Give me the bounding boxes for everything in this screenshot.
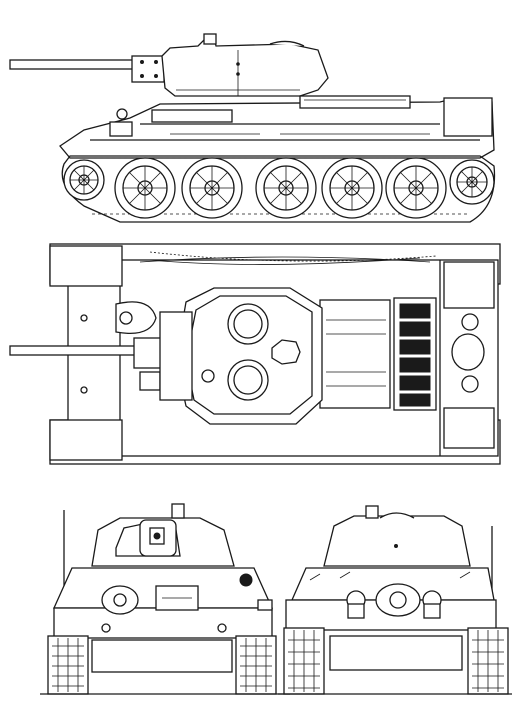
road-wheel (321, 157, 383, 219)
front-turret (91, 503, 235, 567)
rear-hull (285, 567, 497, 631)
rear-view (278, 505, 512, 695)
front-hull (52, 567, 274, 639)
rear-hatches (451, 313, 485, 393)
side-road-wheels (63, 157, 495, 219)
drive-sprocket (449, 159, 495, 205)
road-wheel (181, 157, 243, 219)
front-tracks (40, 635, 290, 695)
side-hull (59, 95, 495, 159)
road-wheel (63, 159, 105, 201)
front-view (40, 503, 290, 695)
top-turret (159, 287, 323, 425)
front-fittings (80, 301, 161, 394)
tow-cable (149, 251, 437, 262)
side-turret (161, 33, 329, 97)
side-view (9, 33, 496, 223)
side-gun-barrel (9, 55, 165, 83)
road-wheel (114, 157, 176, 219)
engine-grille (393, 297, 437, 411)
rear-tracks (278, 627, 512, 695)
engine-deck (319, 299, 391, 409)
road-wheel (385, 157, 447, 219)
rear-turret (323, 505, 471, 567)
road-wheel (255, 157, 317, 219)
top-view (9, 243, 501, 465)
